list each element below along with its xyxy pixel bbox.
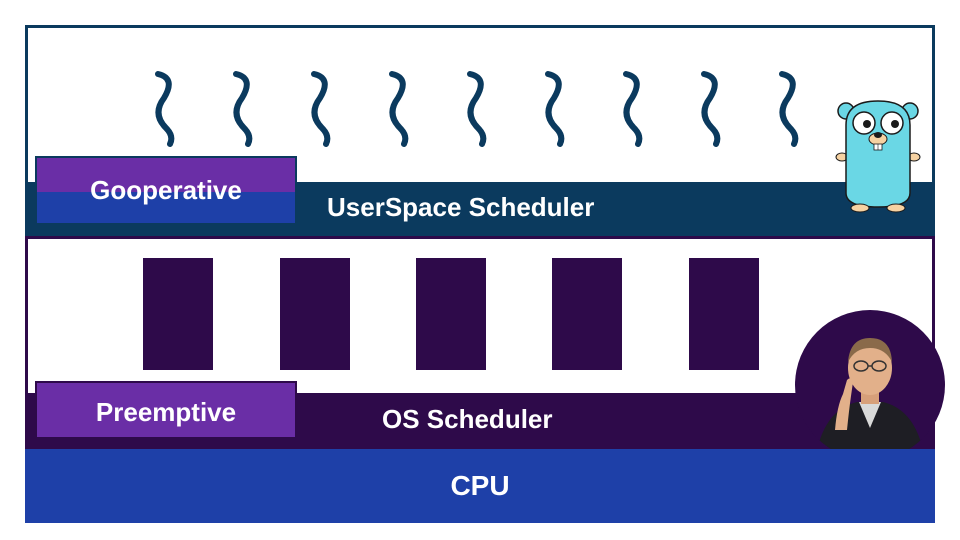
cooperative-badge: Gooperative bbox=[35, 156, 297, 225]
goroutine-icon bbox=[233, 71, 253, 147]
goroutine-icon bbox=[389, 71, 409, 147]
goroutine-icon bbox=[545, 71, 565, 147]
os-thread bbox=[552, 258, 622, 370]
cpu-label: CPU bbox=[450, 470, 510, 501]
cooperative-badge-label: Gooperative bbox=[90, 175, 242, 205]
goroutine-squiggles bbox=[155, 71, 799, 147]
preemptive-badge: Preemptive bbox=[35, 381, 297, 439]
goroutine-icon bbox=[623, 71, 643, 147]
linus-torvalds-photo bbox=[795, 310, 945, 460]
goroutine-icon bbox=[311, 71, 331, 147]
os-scheduler-label: OS Scheduler bbox=[382, 404, 553, 434]
userspace-scheduler-label: UserSpace Scheduler bbox=[327, 192, 595, 222]
cpu-bar: CPU bbox=[25, 449, 935, 523]
goroutine-icon bbox=[155, 71, 175, 147]
gopher-mascot-icon bbox=[835, 100, 921, 213]
os-thread bbox=[143, 258, 213, 370]
os-thread bbox=[416, 258, 486, 370]
goroutine-icon bbox=[779, 71, 799, 147]
goroutine-icon bbox=[467, 71, 487, 147]
os-thread bbox=[280, 258, 350, 370]
os-thread bbox=[689, 258, 759, 370]
preemptive-badge-label: Preemptive bbox=[95, 397, 237, 427]
goroutine-icon bbox=[701, 71, 721, 147]
